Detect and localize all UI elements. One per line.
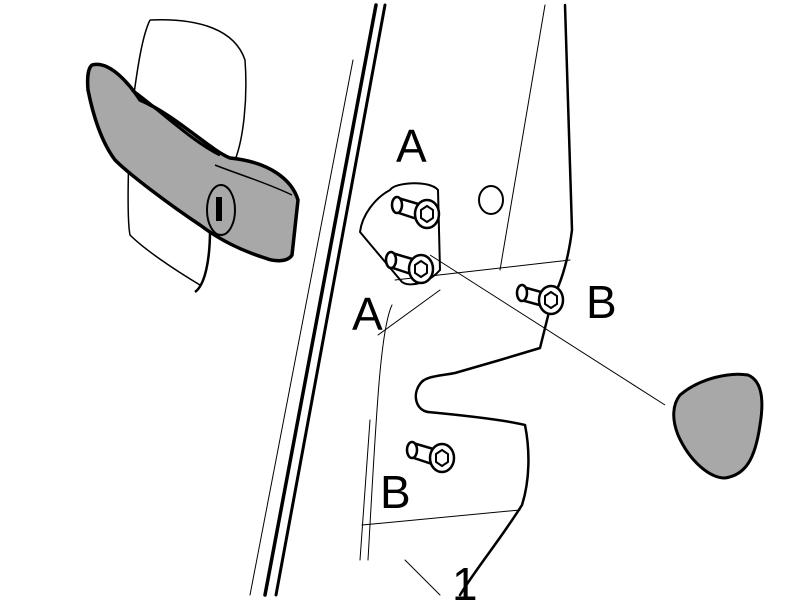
door-frame	[249, 3, 574, 597]
label-bolt-lower: A	[352, 288, 383, 340]
mounting-hole	[478, 185, 504, 215]
bolt-upper-a	[390, 195, 441, 230]
trim-cap-icon	[672, 372, 764, 480]
label-bolt-right: B	[586, 276, 617, 328]
label-bolt-bottom: B	[380, 466, 411, 518]
label-part-number: 1	[452, 558, 478, 600]
label-bolt-upper: A	[396, 120, 427, 172]
door-handle-icon	[85, 19, 300, 294]
bolt-right-b	[515, 283, 565, 316]
bolt-recess-outline	[358, 182, 442, 286]
bolt-lower-a	[384, 250, 435, 285]
bolt-bottom-b	[405, 440, 456, 474]
bolt-icon	[384, 195, 565, 474]
